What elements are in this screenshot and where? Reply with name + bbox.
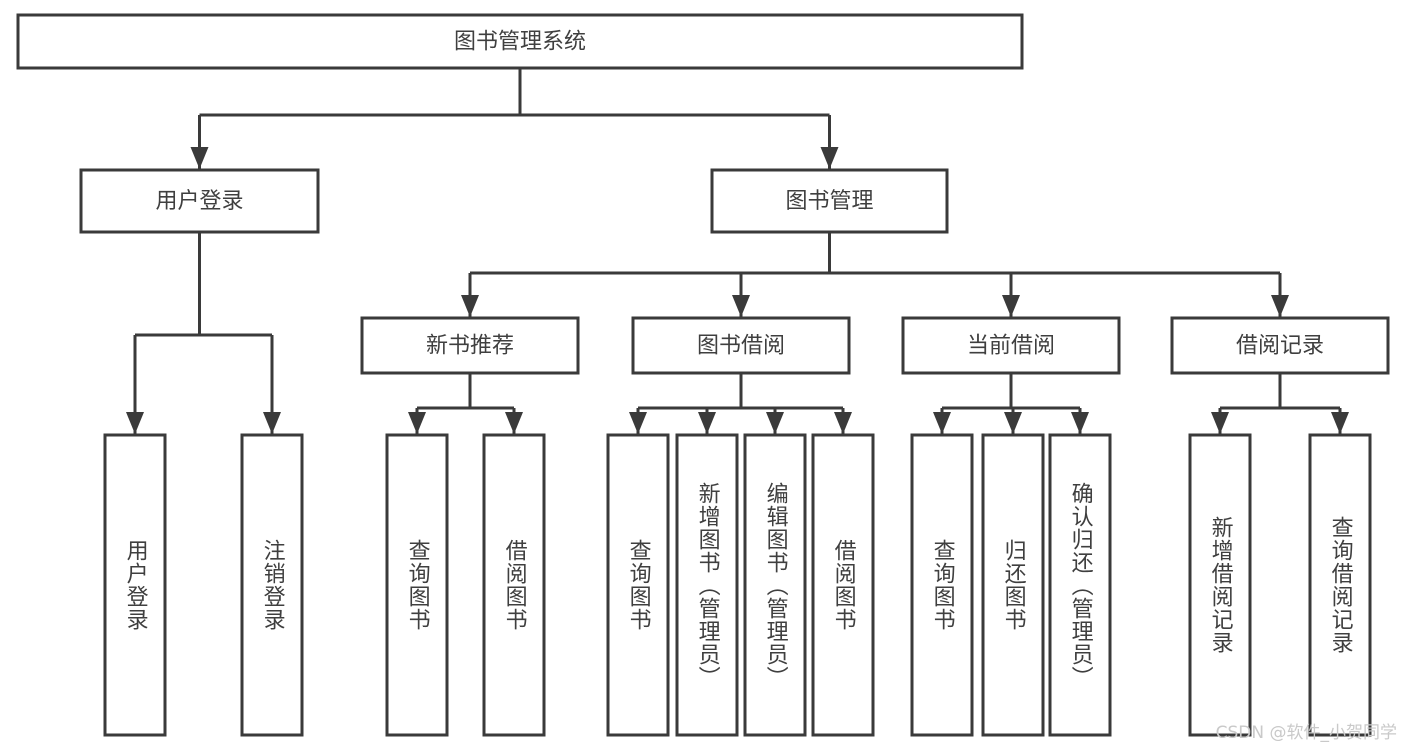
watermark-text: CSDN @软件_小贺同学 <box>1215 723 1397 743</box>
arrow-head-icon <box>629 412 647 434</box>
arrow-head-icon <box>820 147 839 169</box>
arrow-head-icon <box>933 412 951 434</box>
arrow-head-icon <box>263 412 281 434</box>
arrow-head-icon <box>1004 412 1022 434</box>
level2-node-label-0: 用户登录 <box>155 189 243 214</box>
arrow-head-icon <box>1271 295 1289 317</box>
arrow-head-icon <box>408 412 426 434</box>
leaf-node-box-9[interactable] <box>981 433 1045 737</box>
arrow-head-icon <box>126 412 144 434</box>
arrow-head-icon <box>834 412 852 434</box>
arrow-head-icon <box>190 147 209 169</box>
arrow-head-icon <box>1071 412 1089 434</box>
leaf-node-box-10[interactable] <box>1048 433 1112 737</box>
arrow-head-icon <box>766 412 784 434</box>
leaf-node-box-0[interactable] <box>103 433 167 737</box>
leaf-node-box-3[interactable] <box>482 433 546 737</box>
node-boxes <box>16 13 1390 737</box>
level3-node-label-3: 借阅记录 <box>1236 334 1324 359</box>
level3-node-label-1: 图书借阅 <box>697 334 785 359</box>
arrow-head-icon <box>698 412 716 434</box>
leaf-node-box-2[interactable] <box>385 433 449 737</box>
arrow-head-icon <box>1002 295 1020 317</box>
leaf-node-box-4[interactable] <box>606 433 670 737</box>
leaf-node-box-12[interactable] <box>1308 433 1372 737</box>
arrow-head-icon <box>461 295 479 317</box>
arrow-head-icon <box>732 295 750 317</box>
leaf-node-box-6[interactable] <box>743 433 807 737</box>
level2-node-label-1: 图书管理 <box>785 189 873 214</box>
level3-node-box-2[interactable] <box>901 316 1121 375</box>
leaf-node-box-11[interactable] <box>1188 433 1252 737</box>
leaf-node-box-5[interactable] <box>675 433 739 737</box>
leaf-node-box-1[interactable] <box>240 433 304 737</box>
arrow-head-icon <box>1331 412 1349 434</box>
level3-node-box-3[interactable] <box>1170 316 1390 375</box>
root-node-label: 图书管理系统 <box>454 30 586 55</box>
connector-links <box>126 68 1349 434</box>
level3-node-box-1[interactable] <box>631 316 851 375</box>
level2-node-box-1[interactable] <box>710 168 949 234</box>
level2-node-box-0[interactable] <box>79 168 320 234</box>
leaf-node-box-7[interactable] <box>811 433 875 737</box>
root-node-box[interactable] <box>16 13 1024 70</box>
level3-node-box-0[interactable] <box>360 316 580 375</box>
leaf-node-box-8[interactable] <box>910 433 974 737</box>
arrow-head-icon <box>505 412 523 434</box>
arrow-head-icon <box>1211 412 1229 434</box>
level3-node-label-0: 新书推荐 <box>426 334 514 359</box>
level3-node-label-2: 当前借阅 <box>967 334 1055 359</box>
